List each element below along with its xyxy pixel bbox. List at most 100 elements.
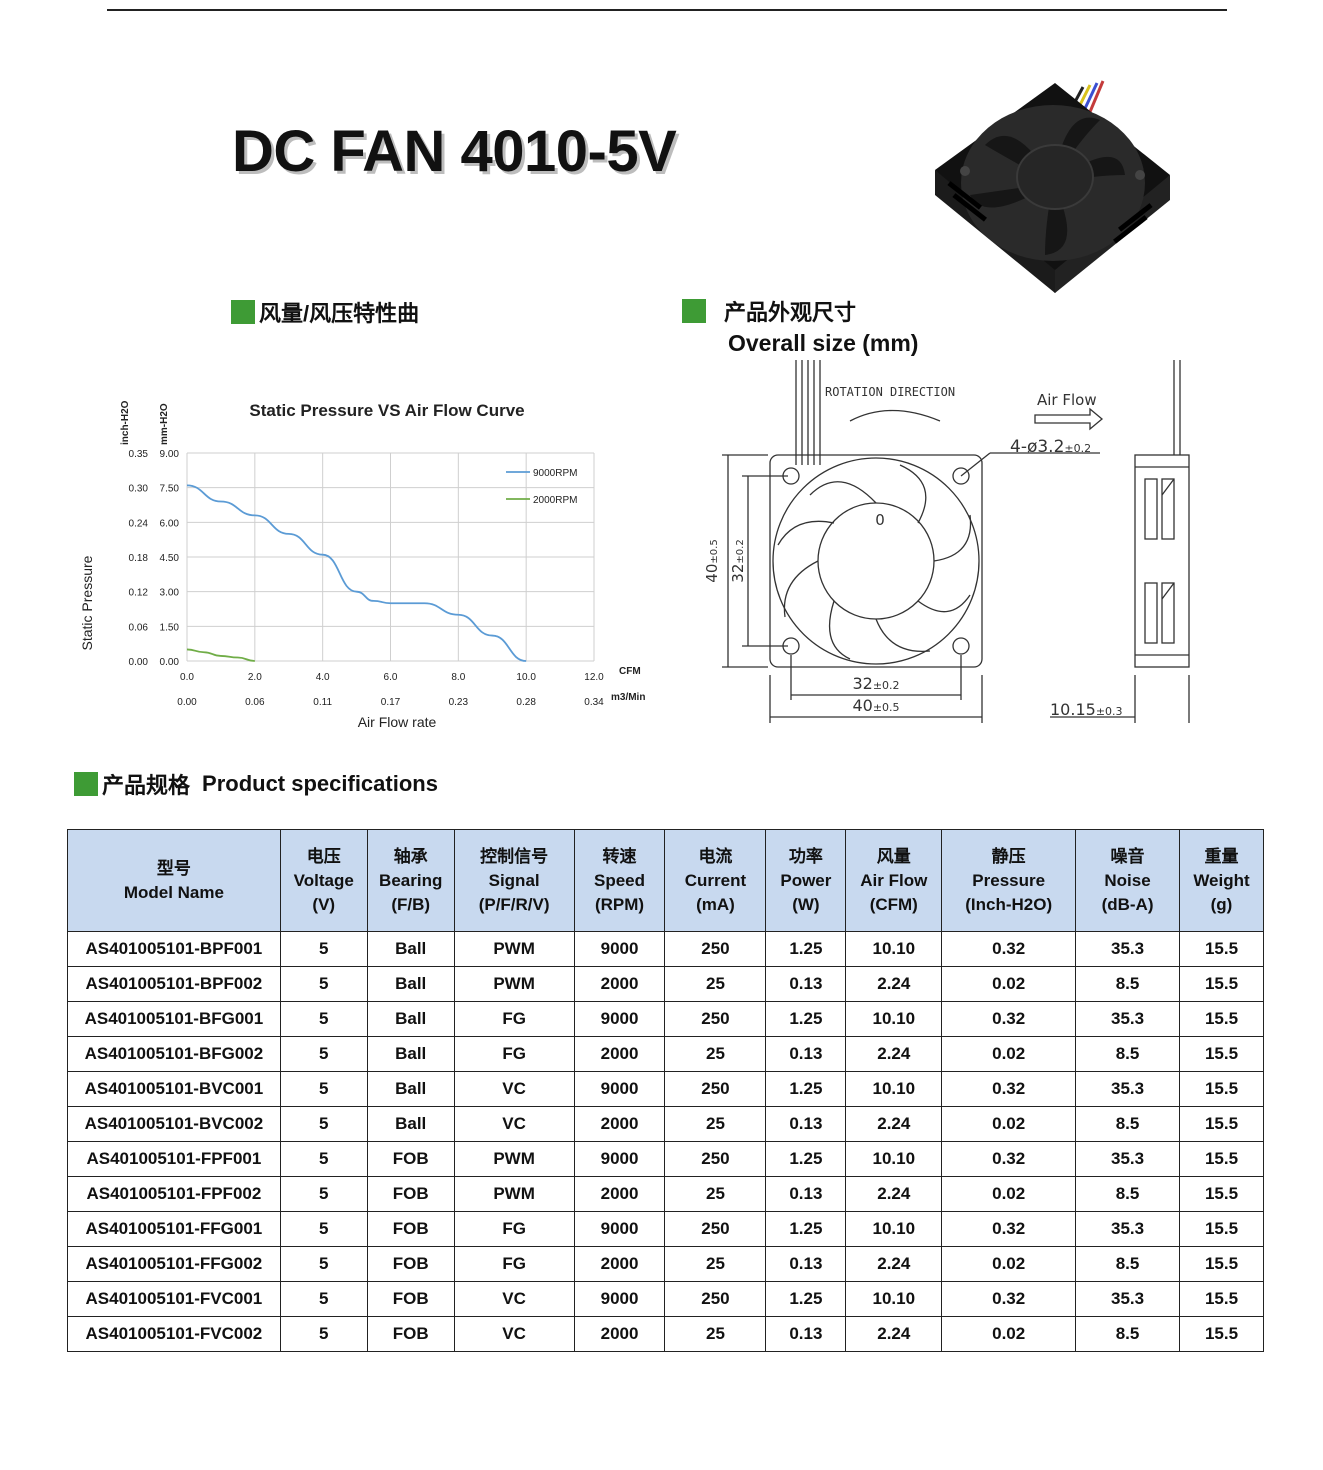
column-header-unit: (P/F/R/V)	[478, 894, 550, 914]
column-header-unit: (Inch-H2O)	[965, 894, 1053, 914]
table-cell: 10.10	[845, 1071, 943, 1107]
table-cell: VC	[453, 1106, 575, 1142]
x-axis-label: Air Flow rate	[358, 714, 437, 730]
table-cell: PWM	[453, 931, 575, 967]
table-cell: 15.5	[1178, 1071, 1265, 1107]
table-cell: 10.10	[845, 931, 943, 967]
table-cell: 2.24	[845, 1246, 943, 1282]
column-header-unit: (mA)	[696, 894, 735, 914]
air-flow-label: Air Flow	[1037, 391, 1097, 409]
table-cell: 8.5	[1075, 1176, 1180, 1212]
table-cell: 0.13	[765, 1246, 847, 1282]
table-cell: AS401005101-FFG002	[67, 1246, 281, 1282]
column-header-unit: (F/B)	[391, 894, 431, 914]
top-rule	[107, 9, 1227, 11]
outer-height-dimension: 40±0.5	[703, 539, 721, 582]
table-cell: 2000	[573, 1316, 666, 1352]
table-cell: 250	[664, 1071, 767, 1107]
table-cell: 15.5	[1178, 966, 1265, 1002]
table-cell: 0.13	[765, 1106, 847, 1142]
column-header-cn: 电压	[306, 846, 341, 866]
green-square-icon	[231, 300, 255, 324]
table-cell: FOB	[366, 1176, 455, 1212]
y-tick-label-inch: 0.12	[129, 588, 149, 599]
x-tick-label-m3min: 0.28	[516, 697, 536, 708]
table-cell: AS401005101-BFG001	[67, 1001, 281, 1037]
dimension-drawing: ROTATION DIRECTION Air Flow 4-ø3.2±0.2 4…	[703, 360, 1190, 723]
column-header-en: Noise	[1104, 870, 1151, 890]
table-cell: 0.13	[765, 1316, 847, 1352]
column-header-unit: (RPM)	[594, 894, 645, 914]
table-cell: 5	[279, 1176, 368, 1212]
column-header-cn: 型号	[156, 858, 191, 878]
table-cell: 10.10	[845, 1281, 943, 1317]
table-cell: 2.24	[845, 1176, 943, 1212]
column-header-en: Weight	[1193, 870, 1250, 890]
table-cell: 2.24	[845, 1316, 943, 1352]
table-cell: AS401005101-BVC001	[67, 1071, 281, 1107]
table-cell: 1.25	[765, 1071, 847, 1107]
curve-section-heading: 风量/风压特性曲	[231, 296, 419, 328]
column-header-cn: 功率	[788, 846, 823, 866]
table-cell: 0.32	[941, 1141, 1077, 1177]
y-tick-label-mm: 4.50	[160, 553, 180, 564]
table-cell: 250	[664, 1141, 767, 1177]
table-cell: PWM	[453, 1141, 575, 1177]
table-cell: 2000	[573, 1036, 666, 1072]
table-cell: 0.02	[941, 1316, 1077, 1352]
table-cell: VC	[453, 1281, 575, 1317]
table-cell: 9000	[573, 1071, 666, 1107]
table-cell: 9000	[573, 931, 666, 967]
table-cell: 1.25	[765, 1001, 847, 1037]
table-cell: 9000	[573, 1211, 666, 1247]
table-cell: AS401005101-FPF001	[67, 1141, 281, 1177]
column-header-cn: 静压	[991, 846, 1026, 866]
table-cell: 2000	[573, 1106, 666, 1142]
table-cell: 8.5	[1075, 1036, 1180, 1072]
outer-width-dimension: 40±0.5	[852, 696, 899, 715]
table-cell: 5	[279, 931, 368, 967]
table-cell: 10.10	[845, 1211, 943, 1247]
table-cell: AS401005101-FFG001	[67, 1211, 281, 1247]
column-header-en: Bearing	[379, 870, 443, 890]
column-header-unit: (dB-A)	[1101, 894, 1154, 914]
table-cell: 15.5	[1178, 1211, 1265, 1247]
table-cell: 5	[279, 1281, 368, 1317]
table-cell: FG	[453, 1001, 575, 1037]
table-cell: 0.02	[941, 1246, 1077, 1282]
table-cell: 5	[279, 1036, 368, 1072]
column-header-cn: 噪音	[1110, 846, 1145, 866]
column-header-cn: 电流	[698, 846, 733, 866]
table-cell: 0.13	[765, 966, 847, 1002]
table-cell: 5	[279, 1211, 368, 1247]
table-cell: AS401005101-BPF001	[67, 931, 281, 967]
table-cell: 5	[279, 1106, 368, 1142]
column-header-en: Signal	[488, 870, 540, 890]
table-cell: 15.5	[1178, 1106, 1265, 1142]
table-cell: AS401005101-BVC002	[67, 1106, 281, 1142]
table-cell: 25	[664, 1246, 767, 1282]
table-cell: 5	[279, 966, 368, 1002]
green-square-icon	[74, 772, 98, 796]
table-cell: 2000	[573, 966, 666, 1002]
table-cell: 8.5	[1075, 1106, 1180, 1142]
table-cell: 5	[279, 1141, 368, 1177]
chart-title: Static Pressure VS Air Flow Curve	[249, 401, 524, 420]
table-cell: 250	[664, 1281, 767, 1317]
table-cell: FOB	[366, 1141, 455, 1177]
y-tick-label-mm: 0.00	[160, 657, 180, 668]
table-cell: 15.5	[1178, 1281, 1265, 1317]
y-tick-label-mm: 1.50	[160, 622, 180, 633]
table-cell: PWM	[453, 1176, 575, 1212]
column-header-unit: (V)	[312, 894, 336, 914]
table-cell: FOB	[366, 1211, 455, 1247]
y-tick-label-mm: 3.00	[160, 588, 180, 599]
